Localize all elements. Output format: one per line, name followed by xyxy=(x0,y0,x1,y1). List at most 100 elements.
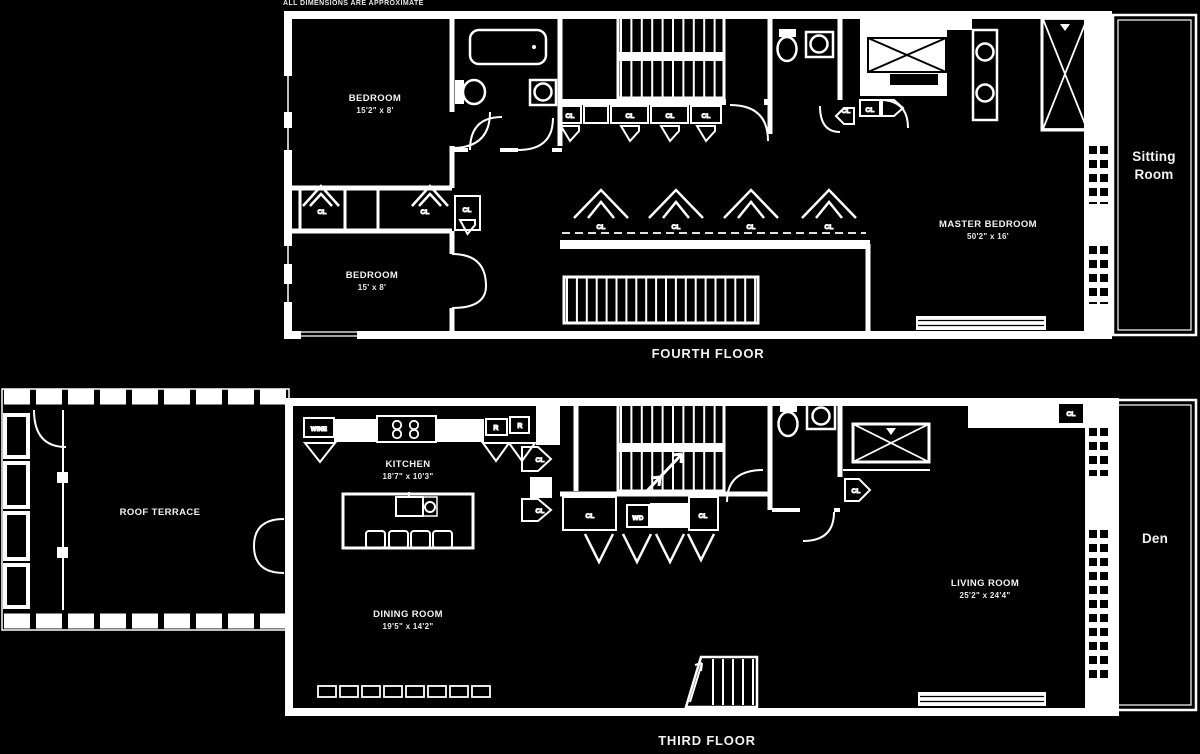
island-basin-bowl xyxy=(424,501,436,513)
closet-hook xyxy=(521,446,553,472)
closet-pocket xyxy=(454,195,481,231)
refrigerator xyxy=(509,416,530,434)
shelf-lines xyxy=(1093,34,1103,92)
closet-hanger xyxy=(302,184,340,207)
closet-label: CL xyxy=(462,207,471,214)
room-dims: 15' x 8' xyxy=(357,282,387,292)
room-dims: 25'2" x 24'4" xyxy=(959,590,1011,600)
toilet-tank xyxy=(780,404,797,412)
closet-box xyxy=(690,105,722,124)
closet-box xyxy=(583,105,609,124)
tv-cross xyxy=(867,37,947,73)
wall-block xyxy=(536,403,560,445)
closet-hanger xyxy=(723,188,779,219)
fourth-floor-plan: CL CL CL CL CL CL CL CL CL CL CL CL CL xyxy=(283,11,1198,340)
closet-label: CL xyxy=(1066,411,1075,418)
shower-marker xyxy=(1060,24,1070,31)
master-closet xyxy=(560,188,870,249)
window xyxy=(301,329,357,340)
window-sill xyxy=(916,316,1046,330)
refrigerator-label: R xyxy=(493,425,498,432)
staircase-lower xyxy=(562,275,760,325)
window-sill xyxy=(918,692,1046,706)
island-basin xyxy=(422,496,438,517)
shelf-unit xyxy=(1084,32,1112,94)
closet-box xyxy=(1057,402,1085,425)
closet-box xyxy=(562,496,617,531)
closet-label: CL xyxy=(701,113,710,120)
alcove xyxy=(947,30,973,96)
room-name: KITCHEN xyxy=(385,459,431,470)
door-arc xyxy=(253,545,285,574)
bench-row xyxy=(317,685,491,698)
disclaimer: ALL DIMENSIONS ARE APPROXIMATE xyxy=(283,0,424,7)
closet-label: CL xyxy=(585,513,594,520)
master-bedroom-label: MASTER BEDROOM 50'2" x 16' xyxy=(939,219,1037,242)
window-glass xyxy=(301,331,357,337)
room-dims: 19'5" x 14'2" xyxy=(382,621,434,631)
stair-enclosure xyxy=(562,275,760,325)
refrigerator xyxy=(485,418,508,436)
wall-segment xyxy=(449,15,871,333)
closet-shelf xyxy=(560,240,870,249)
planter xyxy=(3,563,30,609)
stair-rail xyxy=(618,52,724,61)
closet-label: CL xyxy=(317,209,326,216)
bedroom-bottom-label: BEDROOM 15' x 8' xyxy=(346,270,398,293)
bench xyxy=(383,685,403,698)
bathtub xyxy=(468,28,548,66)
toilet xyxy=(777,410,799,438)
vanity-sink xyxy=(975,42,995,62)
stair-rail xyxy=(618,443,724,452)
roof-terrace xyxy=(1,388,290,631)
door-arc xyxy=(33,409,67,448)
door-arc xyxy=(819,105,841,133)
tv-unit xyxy=(867,37,947,85)
planter xyxy=(3,461,30,509)
bifold-door xyxy=(302,442,338,464)
closet-hook xyxy=(583,533,716,565)
closet-label: CL xyxy=(746,224,755,231)
door-arc xyxy=(253,518,285,547)
closet-hook xyxy=(458,219,476,236)
island-sink xyxy=(395,496,424,517)
cooktop xyxy=(376,415,437,443)
stair-arrow xyxy=(689,662,703,703)
planter xyxy=(3,511,30,561)
door-arc xyxy=(469,116,503,151)
sitting-room-window-wall xyxy=(1111,13,1198,337)
staircase-upper xyxy=(616,13,726,100)
skylight-frame xyxy=(851,422,931,464)
room-name: MASTER BEDROOM xyxy=(939,219,1037,230)
closet-label: CL xyxy=(596,224,605,231)
closet-hanger xyxy=(648,188,704,219)
closet-hanger xyxy=(573,188,629,219)
closet-label: CL xyxy=(698,513,707,520)
living-room-label: LIVING ROOM 25'2" x 24'4" xyxy=(951,578,1019,601)
room-dims: 15'2" x 8' xyxy=(356,105,394,115)
den-window-wall-inner xyxy=(1117,404,1192,706)
toilet-tank xyxy=(779,29,796,37)
sink xyxy=(533,82,553,102)
roof-terrace-label: ROOF TERRACE xyxy=(119,507,201,518)
door-arc xyxy=(802,511,835,542)
door-arc xyxy=(726,469,764,503)
window-glass xyxy=(918,319,1044,327)
sitting-room-window-wall-inner xyxy=(1117,19,1192,331)
closet-hook xyxy=(559,125,716,143)
bench xyxy=(339,685,359,698)
toilet xyxy=(461,78,487,106)
wine-label: WINE xyxy=(311,427,327,433)
closet-label: CL xyxy=(865,107,874,114)
staircase-middle xyxy=(616,401,726,494)
fourth-floor-title: FOURTH FLOOR xyxy=(651,346,765,361)
master-vanity xyxy=(971,28,999,122)
kitchen xyxy=(302,415,537,550)
bathroom-3 xyxy=(777,402,837,438)
windows xyxy=(283,76,1046,340)
closet-dividers xyxy=(298,188,380,231)
room-dims: 18'7" x 10'3" xyxy=(382,471,434,481)
bench xyxy=(449,685,469,698)
